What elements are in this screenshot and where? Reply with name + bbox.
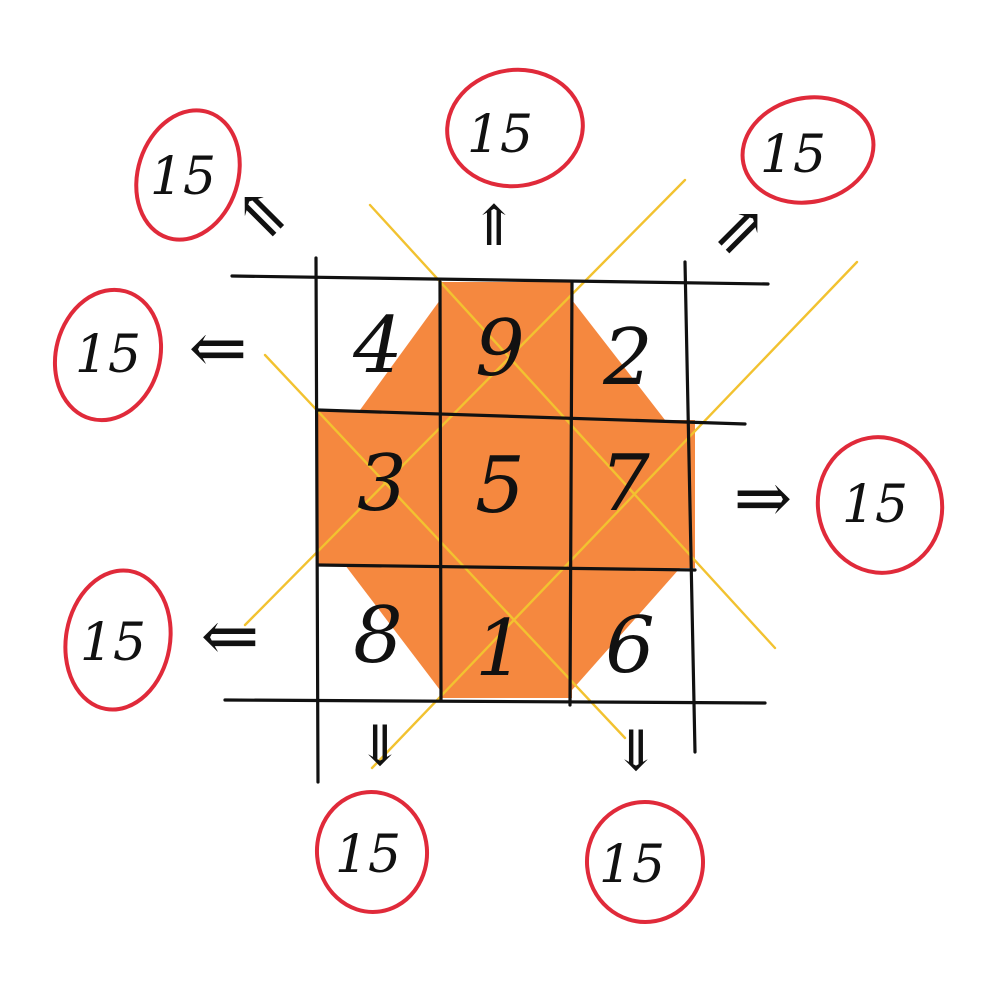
arrow-left-icon: ⇐ xyxy=(201,595,260,677)
sum-label: 15 xyxy=(842,475,908,535)
red-circle-icon xyxy=(52,287,164,423)
arrow-down-icon: ⇓ xyxy=(357,714,404,779)
sum-badge: 15 xyxy=(63,568,173,712)
grid-lines xyxy=(223,256,770,784)
grid-line-v1 xyxy=(314,256,320,784)
cell-value: 7 xyxy=(600,439,650,529)
cell-value: 5 xyxy=(475,441,525,531)
sum-label: 15 xyxy=(467,105,533,165)
diagonal-line-4 xyxy=(370,260,859,770)
sum-badge: 15 xyxy=(815,435,945,575)
direction-arrows: ⇖ ⇑ ⇗ ⇐ ⇒ ⇐ ⇓ ⇓ xyxy=(189,177,793,784)
highlight-bottom-left-tip xyxy=(345,565,440,690)
sum-badge: 15 xyxy=(314,790,430,914)
highlight-bottom-right-tip xyxy=(572,568,680,690)
grid-line-h1 xyxy=(230,274,770,286)
sum-label: 15 xyxy=(150,147,216,207)
arrow-left-icon: ⇐ xyxy=(189,307,248,389)
red-circle-icon xyxy=(445,67,585,189)
arrow-down-icon: ⇓ xyxy=(613,719,660,784)
cell-value: 6 xyxy=(605,601,655,691)
cell-value: 1 xyxy=(475,604,525,694)
sum-circles: 15 15 15 15 15 15 15 15 xyxy=(52,67,945,924)
sum-label: 15 xyxy=(75,325,141,385)
grid-line-h3 xyxy=(316,563,697,572)
cell-value: 9 xyxy=(475,304,525,394)
highlight-top-right-tip xyxy=(572,300,665,420)
sum-badge: 15 xyxy=(740,95,876,205)
sum-label: 15 xyxy=(335,825,401,885)
cell-value: 8 xyxy=(353,591,403,681)
grid-line-v4 xyxy=(683,260,697,754)
star-highlight xyxy=(318,282,695,698)
arrow-up-icon: ⇑ xyxy=(471,194,518,259)
cell-value: 4 xyxy=(352,301,403,391)
red-circle-icon xyxy=(584,800,706,924)
red-circle-icon xyxy=(134,108,242,242)
sum-label: 15 xyxy=(599,835,665,895)
arrow-up-right-icon: ⇗ xyxy=(713,194,767,268)
red-circle-icon xyxy=(314,790,430,914)
highlight-cross xyxy=(318,282,695,698)
grid-line-h4 xyxy=(223,698,767,705)
grid-line-v3 xyxy=(568,280,574,707)
arrow-right-icon: ⇒ xyxy=(734,457,793,539)
cell-value: 3 xyxy=(357,439,407,529)
red-circle-icon xyxy=(815,435,945,575)
sum-badge: 15 xyxy=(584,800,706,924)
sum-label: 15 xyxy=(760,125,826,185)
highlight-top-left-tip xyxy=(360,300,440,410)
sum-badge: 15 xyxy=(52,287,164,423)
cell-numbers: 4 9 2 3 5 7 8 1 6 xyxy=(352,301,655,694)
grid-line-h2 xyxy=(316,408,747,426)
arrow-up-left-icon: ⇖ xyxy=(235,177,289,251)
diagonal-line-2 xyxy=(263,353,627,740)
sum-badge: 15 xyxy=(134,108,242,242)
red-circle-icon xyxy=(63,568,173,712)
grid-line-v2 xyxy=(438,280,443,702)
sum-badge: 15 xyxy=(445,67,585,189)
red-circle-icon xyxy=(740,95,876,205)
sum-label: 15 xyxy=(80,613,146,673)
cell-value: 2 xyxy=(602,313,653,403)
